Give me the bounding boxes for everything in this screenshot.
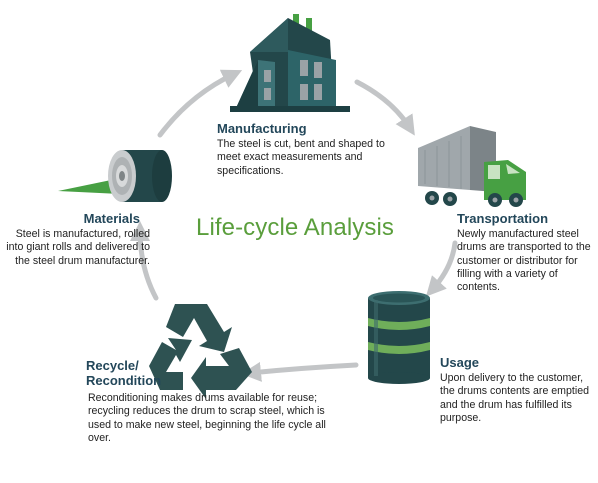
steel-drum-icon [368,291,430,384]
arrow-usage-to-recycle [241,361,359,382]
usage-title: Usage [440,355,480,370]
steel-roll-icon [58,150,172,202]
factory-icon [230,14,350,112]
cycle-arrows [130,69,458,382]
transportation-description: Newly manufactured steel drums are trans… [457,228,591,294]
arrow-transportation-to-usage [425,240,458,297]
recycle-icon [149,304,252,399]
materials-title: Materials [83,211,140,226]
diagram-title: Life-cycle Analysis [196,214,394,241]
manufacturing-description: The steel is cut, bent and shaped to mee… [217,138,385,177]
arrow-materials-to-manufacturing [157,69,243,138]
transportation-title: Transportation [457,211,549,226]
arrow-recycle-to-materials [130,221,159,301]
usage-description: Upon delivery to the customer, the drums… [440,372,589,424]
truck-icon [418,126,526,207]
manufacturing-title: Manufacturing [217,121,307,136]
materials-description: Steel is manufactured, rolled into giant… [6,228,150,267]
recycle-description: Reconditioning makes drums available for… [88,392,326,444]
arrow-manufacturing-to-transportation [354,79,415,136]
recycle-title: Recycle/ Recondition [86,358,162,388]
